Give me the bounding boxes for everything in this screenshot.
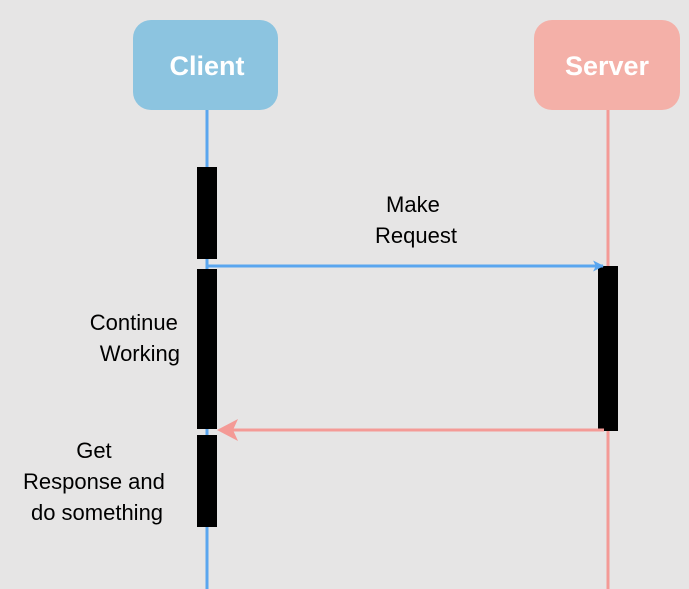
server-box — [534, 20, 680, 110]
server-label: Server — [565, 51, 650, 81]
client-actor: Client — [133, 20, 278, 110]
client-activation-1 — [197, 167, 217, 259]
get-response-note: Get Response and do something — [23, 438, 171, 525]
make-request-line-1: Make — [386, 192, 440, 217]
response-message — [217, 419, 604, 441]
server-activation — [598, 266, 618, 431]
make-request-label: Make Request — [375, 192, 457, 248]
continue-working-line-2: Working — [100, 341, 180, 366]
make-request-message: Make Request — [207, 192, 605, 272]
client-label: Client — [169, 51, 244, 81]
get-response-line-2: Response and — [23, 469, 165, 494]
client-activation-3 — [197, 435, 217, 527]
continue-working-note: Continue Working — [90, 310, 184, 366]
get-response-line-1: Get — [76, 438, 111, 463]
client-box — [133, 20, 278, 110]
continue-working-line-1: Continue — [90, 310, 178, 335]
response-arrowhead — [217, 419, 238, 441]
client-activation-2 — [197, 269, 217, 429]
server-actor: Server — [534, 20, 680, 110]
make-request-line-2: Request — [375, 223, 457, 248]
get-response-line-3: do something — [31, 500, 163, 525]
